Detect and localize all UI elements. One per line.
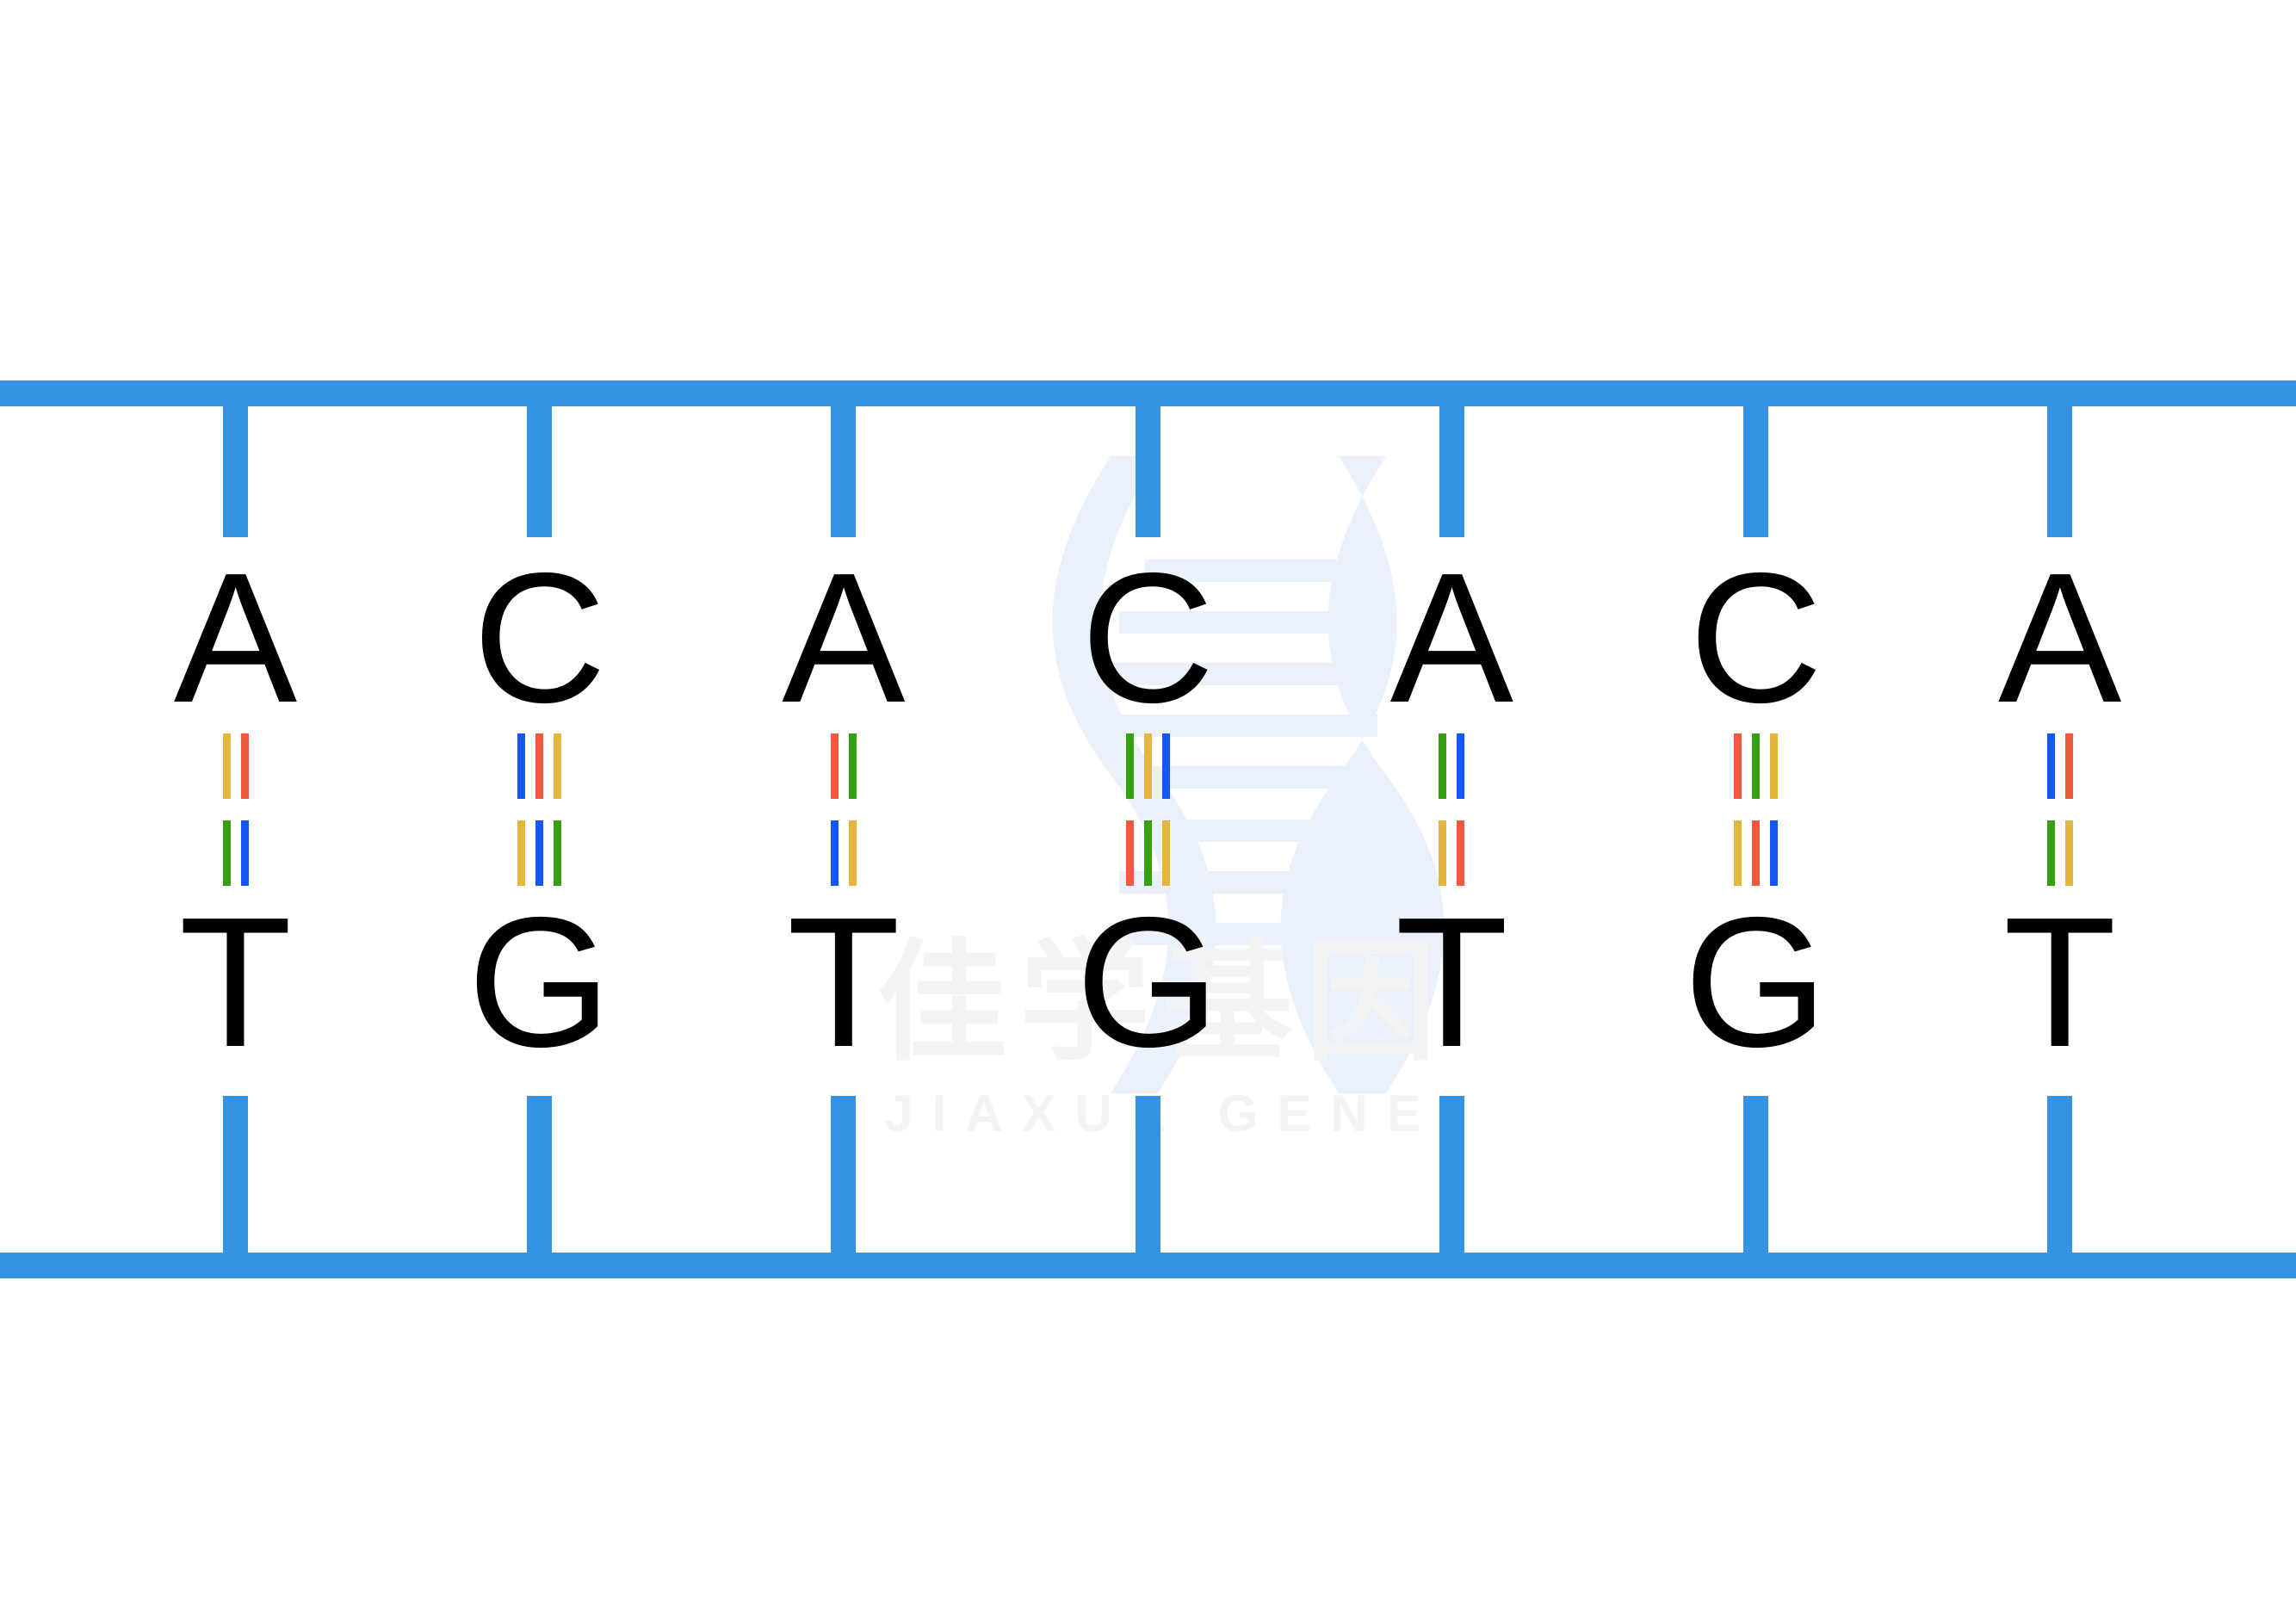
bond-bar	[554, 820, 562, 886]
bond-bar-group-lower	[222, 820, 249, 886]
bond-bar	[517, 733, 526, 799]
bond-bar	[848, 733, 857, 799]
hydrogen-bond-bars	[1734, 728, 1778, 890]
bond-bar	[1161, 820, 1170, 886]
hydrogen-bond-bars	[2046, 728, 2073, 890]
hydrogen-bond-bars	[1125, 728, 1170, 890]
base-letter-bottom: T	[2003, 877, 2117, 1086]
backbone-rung-top	[2047, 381, 2073, 537]
backbone-rung-bottom	[2047, 1096, 2073, 1278]
bond-bar	[1734, 733, 1742, 799]
bond-bar-group-lower	[830, 820, 857, 886]
bond-bar-group-upper	[2046, 733, 2073, 799]
bond-bar	[1125, 820, 1134, 886]
bond-bar	[1125, 733, 1134, 799]
base-letter-top: A	[1997, 533, 2122, 741]
bond-bar	[2046, 733, 2055, 799]
bond-bar	[1439, 820, 1447, 886]
backbone-rung-bottom	[1743, 1096, 1768, 1278]
base-letter-bottom: T	[787, 877, 900, 1086]
bond-bar-group-lower	[1125, 820, 1170, 886]
base-letter-top: C	[1080, 533, 1215, 741]
hydrogen-bond-bars	[517, 728, 562, 890]
bond-bar	[240, 733, 249, 799]
base-letter-top: A	[173, 533, 298, 741]
bond-bar	[1457, 733, 1465, 799]
bond-bar	[535, 733, 544, 799]
bond-bar-group-upper	[830, 733, 857, 799]
base-letter-bottom: G	[1683, 877, 1829, 1086]
base-letter-top: A	[782, 533, 906, 741]
backbone-rung-bottom	[1135, 1096, 1160, 1278]
backbone-rung-bottom	[223, 1096, 248, 1278]
bond-bar	[2064, 820, 2073, 886]
bond-bar	[222, 733, 231, 799]
bond-bar	[1457, 820, 1465, 886]
bottom-backbone-strand	[0, 1253, 2296, 1278]
bond-bar	[1752, 733, 1760, 799]
backbone-rung-top	[223, 381, 248, 537]
bond-bar	[830, 733, 839, 799]
bond-bar	[1752, 820, 1760, 886]
backbone-rung-bottom	[527, 1096, 553, 1278]
bond-bar	[222, 820, 231, 886]
bond-bar	[2064, 733, 2073, 799]
bond-bar	[535, 820, 544, 886]
bond-bar	[1439, 733, 1447, 799]
base-letter-top: C	[473, 533, 607, 741]
base-letter-bottom: G	[467, 877, 612, 1086]
bond-bar	[1161, 733, 1170, 799]
bond-bar-group-upper	[1125, 733, 1170, 799]
bond-bar	[2046, 820, 2055, 886]
bond-bar	[1143, 820, 1152, 886]
backbone-rung-top	[831, 381, 857, 537]
bond-bar	[517, 820, 526, 886]
hydrogen-bond-bars	[222, 728, 249, 890]
bond-bar	[830, 820, 839, 886]
bond-bar-group-upper	[1439, 733, 1465, 799]
bond-bar-group-lower	[517, 820, 562, 886]
backbone-rung-bottom	[1439, 1096, 1464, 1278]
base-letter-bottom: G	[1075, 877, 1220, 1086]
bond-bar-group-lower	[2046, 820, 2073, 886]
hydrogen-bond-bars	[1439, 728, 1465, 890]
base-letter-top: A	[1389, 533, 1513, 741]
bond-bar-group-lower	[1439, 820, 1465, 886]
top-backbone-strand	[0, 381, 2296, 406]
bond-bar-group-upper	[517, 733, 562, 799]
bond-bar-group-lower	[1734, 820, 1778, 886]
backbone-rung-top	[527, 381, 553, 537]
bond-bar	[1734, 820, 1742, 886]
bond-bar-group-upper	[1734, 733, 1778, 799]
bond-bar-group-upper	[222, 733, 249, 799]
bond-bar	[1143, 733, 1152, 799]
backbone-rung-top	[1743, 381, 1768, 537]
base-letter-top: C	[1688, 533, 1823, 741]
bond-bar	[240, 820, 249, 886]
bond-bar	[848, 820, 857, 886]
backbone-rung-bottom	[831, 1096, 857, 1278]
hydrogen-bond-bars	[830, 728, 857, 890]
bond-bar	[1770, 820, 1778, 886]
bond-bar	[554, 733, 562, 799]
watermark-english-text: JIAXUE GENE	[884, 1084, 1440, 1142]
base-letter-bottom: T	[1395, 877, 1508, 1086]
base-letter-bottom: T	[178, 877, 293, 1086]
bond-bar	[1770, 733, 1778, 799]
